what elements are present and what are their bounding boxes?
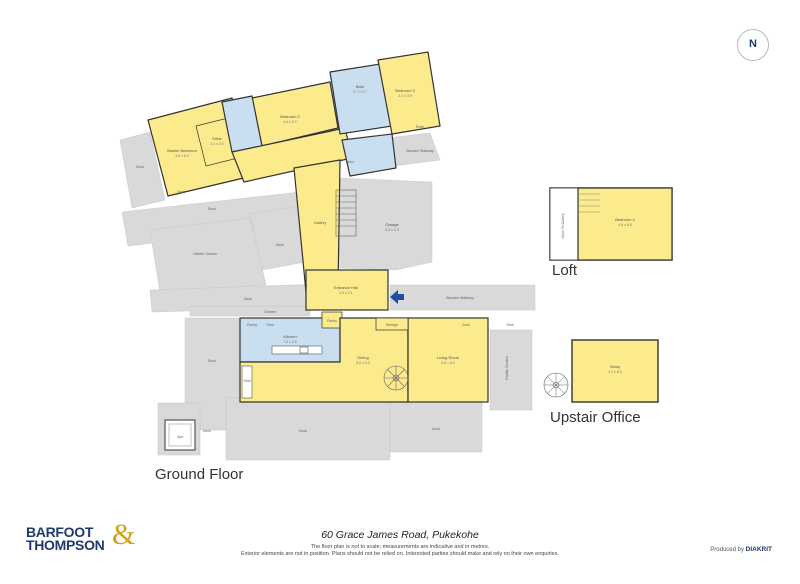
deck-lower [225,397,391,461]
label-deck-1: Deck [136,165,144,169]
property-address: 60 Grace James Road, Pukekohe [321,529,479,541]
loft-title: Loft [552,262,578,279]
dim-living: 5.6 x 6.0 [441,361,454,365]
label-robe-bed3: Robe [416,125,424,129]
dim-study: 4.2 x 6.0 [608,370,621,374]
disclaimer-line-2: Exterior elements are not in position. P… [241,551,559,557]
label-linen: Linen [346,160,355,164]
bedroom-3-room [377,51,441,135]
living-room [407,317,489,403]
dim-bed4: 4.6 x 6.8 [618,223,631,227]
label-open-to-gallery: Open To Gallery [561,213,565,238]
brand-line-1: BARFOOT [26,524,94,540]
dim-kitchen: 7.0 x 3.0 [283,340,296,344]
label-seat-2: Seat [243,379,250,383]
ground-floor-title: Ground Floor [155,466,244,483]
label-wooden-walkway-2: Wooden Walkway [406,149,434,153]
deck-right-side [489,329,533,411]
area-labels: Deck Deck Hidden Garden Deck Deck Garden… [136,125,565,439]
wooden-walkway-ground [389,284,536,311]
deck-lower-right [389,397,483,453]
kitchen-bench [241,345,323,399]
brand-ampersand: & [112,518,136,551]
office-plan [543,339,659,403]
stairs [335,189,409,391]
dim-bath: 2.7 x 2.7 [353,90,366,94]
dim-dining: 5.0 x 6.0 [356,361,369,365]
brand-line-2: THOMPSON [26,537,105,553]
entrance-arrow-icon [390,290,404,304]
label-hidden-garden: Hidden Garden [193,252,217,256]
dim-master: 3.6 x 6.0 [175,154,188,158]
label-deck-7: Deck [432,427,440,431]
garage-area [335,177,433,271]
label-kitchen: Kitchen [283,334,296,339]
label-seat-5: Seat [506,323,513,327]
label-deck-2: Deck [208,207,216,211]
label-seat-1: Seat [266,323,273,327]
label-living: Living Room [437,355,460,360]
label-deck-3: Deck [276,243,284,247]
label-dining: Dining [357,355,368,360]
produced-by-label: Produced by [710,547,744,553]
brand-logo: BARFOOT THOMPSON & [26,520,135,553]
compass-letter: N [749,38,757,50]
label-garage: Garage [385,222,399,227]
label-bed3: Bedroom 3 [395,88,415,93]
label-wooden-walkway-1: Wooden Walkway [446,296,474,300]
office-title: Upstair Office [550,409,641,426]
label-deck-4: Deck [244,297,252,301]
label-gallery: Gallery [314,220,327,225]
label-entrance: Entrance Hall [334,285,358,290]
label-pantry-2: Pantry [327,319,337,323]
label-deck-6: Deck [299,429,307,433]
room-labels: Master Bedroom 3.6 x 6.0 Robe 2.1 x 2.3 … [167,84,635,374]
label-deck-8: Deck [203,429,211,433]
entrance-hall-room [305,269,389,311]
dim-entrance: 4.9 x 2.1 [339,291,352,295]
hidden-garden-area [149,217,267,293]
label-deck-5: Deck [208,359,216,363]
label-garden: Garden [264,310,276,314]
label-paddle-garden: Paddle Garden [505,356,509,380]
dim-robe: 2.1 x 2.3 [210,142,223,146]
ground-floor-rooms [147,51,489,403]
exterior-areas [119,131,536,461]
deck-left-bedroom [119,131,166,209]
label-master: Master Bedroom [167,148,197,153]
label-bed2: Bedroom 2 [280,114,300,119]
label-bed4: Bedroom 4 [615,217,635,222]
label-spa: Spa [177,435,183,439]
storage-room [375,317,409,331]
disclaimer-line-1: The floor plan is not to scale; measurem… [310,544,490,550]
label-seat-4: Seat [462,323,469,327]
loft-plan [549,187,673,261]
dim-garage: 6.3 x 6.3 [385,228,398,232]
linen-room [341,133,397,177]
garden-strip [189,305,311,317]
label-pantry-1: Pantry [247,323,257,327]
label-bath: Bath [356,84,364,89]
label-study: Study [610,364,620,369]
dim-bed2: 4.4 x 3.7 [283,120,296,124]
label-seat-3: Seat [177,190,184,194]
label-storage: Storage [386,323,398,327]
producer-name: DIAKRIT [745,546,772,553]
spa [164,419,196,451]
dim-bed3: 3.2 x 3.9 [398,94,411,98]
north-compass-icon: N [737,29,769,61]
produced-by: Produced by DIAKRIT [710,546,772,553]
label-robe: Robe [212,136,222,141]
